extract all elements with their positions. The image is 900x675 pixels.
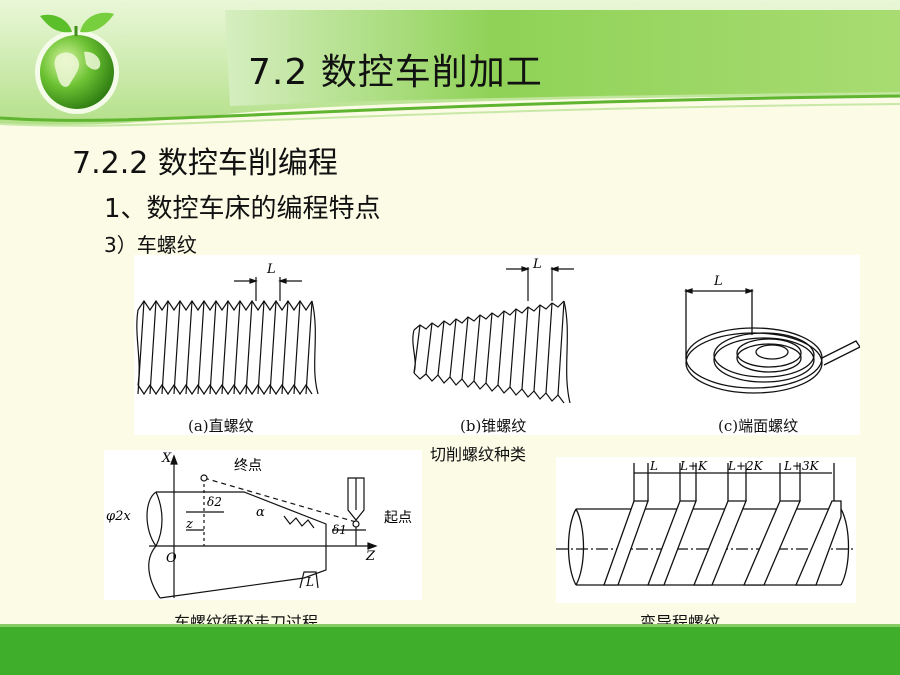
- alpha-label: α: [256, 505, 265, 520]
- variable-lead-diagram: L L+K L+2K L+3K: [556, 459, 856, 586]
- thread-types-diagram: L L: [136, 257, 861, 404]
- delta2-label: δ2: [207, 495, 222, 509]
- delta1-label: δ1: [332, 523, 347, 537]
- lead-label-a: L: [266, 262, 276, 277]
- threading-cycle-figure: X Z O 终点 起点 φ2x z δ2 δ1 α L: [104, 450, 422, 600]
- face-thread-drawing: [683, 288, 861, 394]
- lead-label-2: L+K: [679, 459, 708, 473]
- section-heading: 7.2.2 数控车削编程: [72, 146, 338, 181]
- caption-face-thread: (c)端面螺纹: [718, 417, 799, 435]
- footer-highlight: [0, 624, 900, 627]
- lead-label-b: L: [532, 257, 542, 272]
- tapered-thread-drawing: [412, 266, 574, 404]
- cycle-lead-label: L: [305, 575, 314, 589]
- subsection-heading: 1、数控车床的编程特点: [104, 194, 381, 224]
- caption-straight-thread: (a)直螺纹: [188, 417, 254, 435]
- footer-bar: [0, 627, 900, 675]
- z-axis-label: Z: [365, 549, 376, 564]
- lead-label-3: L+2K: [727, 459, 764, 473]
- globe-leaf-icon: [35, 12, 119, 114]
- origin-label: O: [166, 551, 177, 566]
- lead-label-4: L+3K: [783, 459, 820, 473]
- diameter-label: φ2x: [106, 509, 131, 524]
- start-point-label: 起点: [384, 510, 412, 526]
- x-axis-label: X: [161, 451, 172, 466]
- straight-thread-drawing: [136, 277, 319, 396]
- z-distance-label: z: [185, 517, 193, 532]
- caption-thread-types: 切削螺纹种类: [430, 445, 527, 464]
- header-background: [0, 0, 900, 130]
- end-point-label: 终点: [234, 458, 262, 474]
- caption-tapered-thread: (b)锥螺纹: [460, 417, 527, 435]
- variable-lead-figure: L L+K L+2K L+3K: [556, 457, 856, 603]
- item-heading: 3）车螺纹: [104, 233, 197, 257]
- lead-label-c: L: [713, 274, 723, 289]
- threading-cycle-diagram: X Z O 终点 起点 φ2x z δ2 δ1 α L: [106, 451, 412, 599]
- slide-title: 7.2 数控车削加工: [248, 52, 543, 93]
- thread-types-figure: L L: [134, 255, 861, 435]
- lead-label-1: L: [649, 459, 658, 473]
